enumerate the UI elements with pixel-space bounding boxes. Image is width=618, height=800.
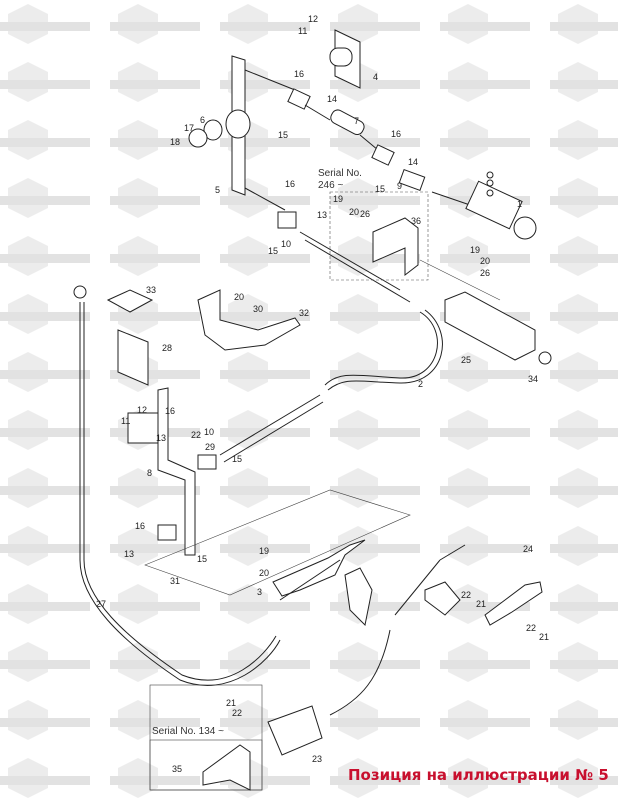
callout-30: 30 bbox=[253, 304, 263, 314]
callout-7: 7 bbox=[354, 116, 359, 126]
callout-28: 28 bbox=[162, 343, 172, 353]
callout-13: 13 bbox=[317, 210, 327, 220]
serial-note-134: Serial No. 134 ~ bbox=[152, 726, 224, 737]
callout-22: 22 bbox=[232, 708, 242, 718]
callout-35: 35 bbox=[172, 764, 182, 774]
callout-1: 1 bbox=[517, 199, 522, 209]
callout-32: 32 bbox=[299, 308, 309, 318]
callout-15: 15 bbox=[375, 184, 385, 194]
callout-33: 33 bbox=[146, 285, 156, 295]
callout-11: 11 bbox=[121, 416, 130, 426]
callout-labels: 12 11 4 16 14 7 15 6 17 18 5 16 14 15 9 … bbox=[96, 14, 549, 774]
callout-13: 13 bbox=[124, 549, 134, 559]
callout-12: 12 bbox=[308, 14, 318, 24]
callout-18: 18 bbox=[170, 137, 180, 147]
callout-20: 20 bbox=[259, 568, 269, 578]
callout-34: 34 bbox=[528, 374, 538, 384]
callout-27: 27 bbox=[96, 599, 106, 609]
callout-2: 2 bbox=[418, 379, 423, 389]
callout-14: 14 bbox=[327, 94, 337, 104]
callout-15: 15 bbox=[278, 130, 288, 140]
callout-31: 31 bbox=[170, 576, 180, 586]
callout-20: 20 bbox=[234, 292, 244, 302]
callout-16: 16 bbox=[165, 406, 175, 416]
callout-24: 24 bbox=[523, 544, 533, 554]
callout-21: 21 bbox=[539, 632, 549, 642]
callout-29: 29 bbox=[205, 442, 215, 452]
callout-10: 10 bbox=[281, 239, 291, 249]
callout-15: 15 bbox=[232, 454, 242, 464]
callout-19: 19 bbox=[470, 245, 480, 255]
callout-10: 10 bbox=[204, 427, 214, 437]
callout-16: 16 bbox=[285, 179, 295, 189]
callout-21: 21 bbox=[226, 698, 236, 708]
callout-16: 16 bbox=[294, 69, 304, 79]
callout-16: 16 bbox=[135, 521, 145, 531]
callout-20: 20 bbox=[349, 207, 359, 217]
callout-14: 14 bbox=[408, 157, 418, 167]
serial-note-246-line2: 246 ~ bbox=[318, 180, 343, 191]
serial-note-246-line1: Serial No. bbox=[318, 168, 362, 179]
callout-36: 36 bbox=[411, 216, 421, 226]
callout-25: 25 bbox=[461, 355, 471, 365]
callout-23: 23 bbox=[312, 754, 322, 764]
callout-13: 13 bbox=[156, 433, 166, 443]
callout-22: 22 bbox=[191, 430, 201, 440]
illustration-position-caption: Позиция на иллюстрации № 5 bbox=[348, 766, 609, 784]
callout-15: 15 bbox=[268, 246, 278, 256]
callout-26: 26 bbox=[480, 268, 490, 278]
callout-5: 5 bbox=[215, 185, 220, 195]
callout-26: 26 bbox=[360, 209, 370, 219]
callout-12: 12 bbox=[137, 405, 147, 415]
callout-6: 6 bbox=[200, 115, 205, 125]
callout-15: 15 bbox=[197, 554, 207, 564]
callout-19: 19 bbox=[333, 194, 343, 204]
callout-19: 19 bbox=[259, 546, 269, 556]
callout-22: 22 bbox=[526, 623, 536, 633]
callout-21: 21 bbox=[476, 599, 486, 609]
callout-20: 20 bbox=[480, 256, 490, 266]
callout-8: 8 bbox=[147, 468, 152, 478]
callout-22: 22 bbox=[461, 590, 471, 600]
callout-3: 3 bbox=[257, 587, 262, 597]
callout-4: 4 bbox=[373, 72, 378, 82]
callout-16: 16 bbox=[391, 129, 401, 139]
callout-9: 9 bbox=[397, 181, 402, 191]
parts-linework bbox=[73, 29, 552, 791]
callout-11: 11 bbox=[298, 26, 307, 36]
callout-17: 17 bbox=[184, 123, 194, 133]
